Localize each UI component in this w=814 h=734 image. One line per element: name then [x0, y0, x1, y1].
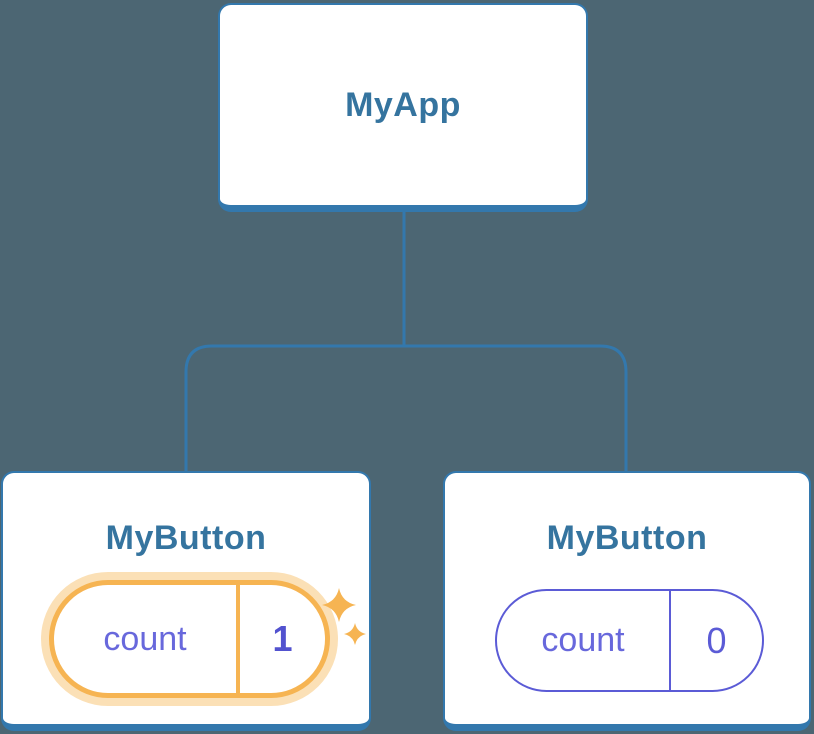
myapp-node: MyApp	[218, 3, 588, 212]
state-key-label: count	[103, 619, 187, 658]
state-value: 1	[236, 585, 325, 693]
mybutton-node-inactive: MyButton count 0	[443, 471, 811, 731]
mybutton-node-label: MyButton	[546, 519, 708, 557]
mybutton-node-active: MyButton count 1	[1, 471, 371, 731]
state-key-label: count	[541, 621, 625, 659]
state-pill-highlighted: count 1	[49, 580, 330, 698]
myapp-node-label: MyApp	[345, 85, 461, 124]
state-value: 0	[669, 591, 762, 690]
connector-branch-line	[184, 344, 628, 472]
state-pill: count 0	[495, 589, 764, 692]
mybutton-node-label: MyButton	[105, 519, 267, 557]
sparkles-icon	[322, 588, 366, 645]
